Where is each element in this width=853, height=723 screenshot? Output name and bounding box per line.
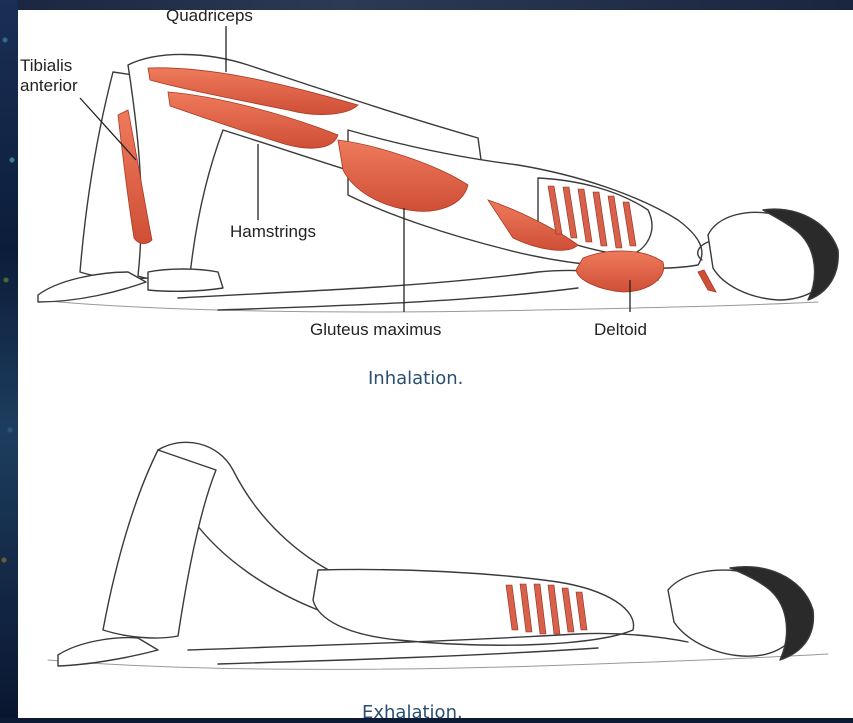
background-strip-top <box>0 0 853 10</box>
anatomy-figure-panel: Quadriceps Tibialis anterior Hamstrings … <box>18 10 853 718</box>
anatomy-illustration <box>18 10 853 718</box>
label-gluteus-maximus: Gluteus maximus <box>310 320 441 340</box>
exhalation-figure <box>48 442 828 669</box>
label-deltoid: Deltoid <box>594 320 647 340</box>
caption-exhalation: Exhalation. <box>362 702 463 723</box>
label-tibialis-anterior-line2: anterior <box>20 76 78 96</box>
background-strip-left <box>0 0 18 718</box>
caption-inhalation: Inhalation. <box>368 368 463 389</box>
label-hamstrings: Hamstrings <box>230 222 316 242</box>
label-tibialis-anterior-line1: Tibialis <box>20 56 72 76</box>
label-quadriceps: Quadriceps <box>166 6 253 26</box>
